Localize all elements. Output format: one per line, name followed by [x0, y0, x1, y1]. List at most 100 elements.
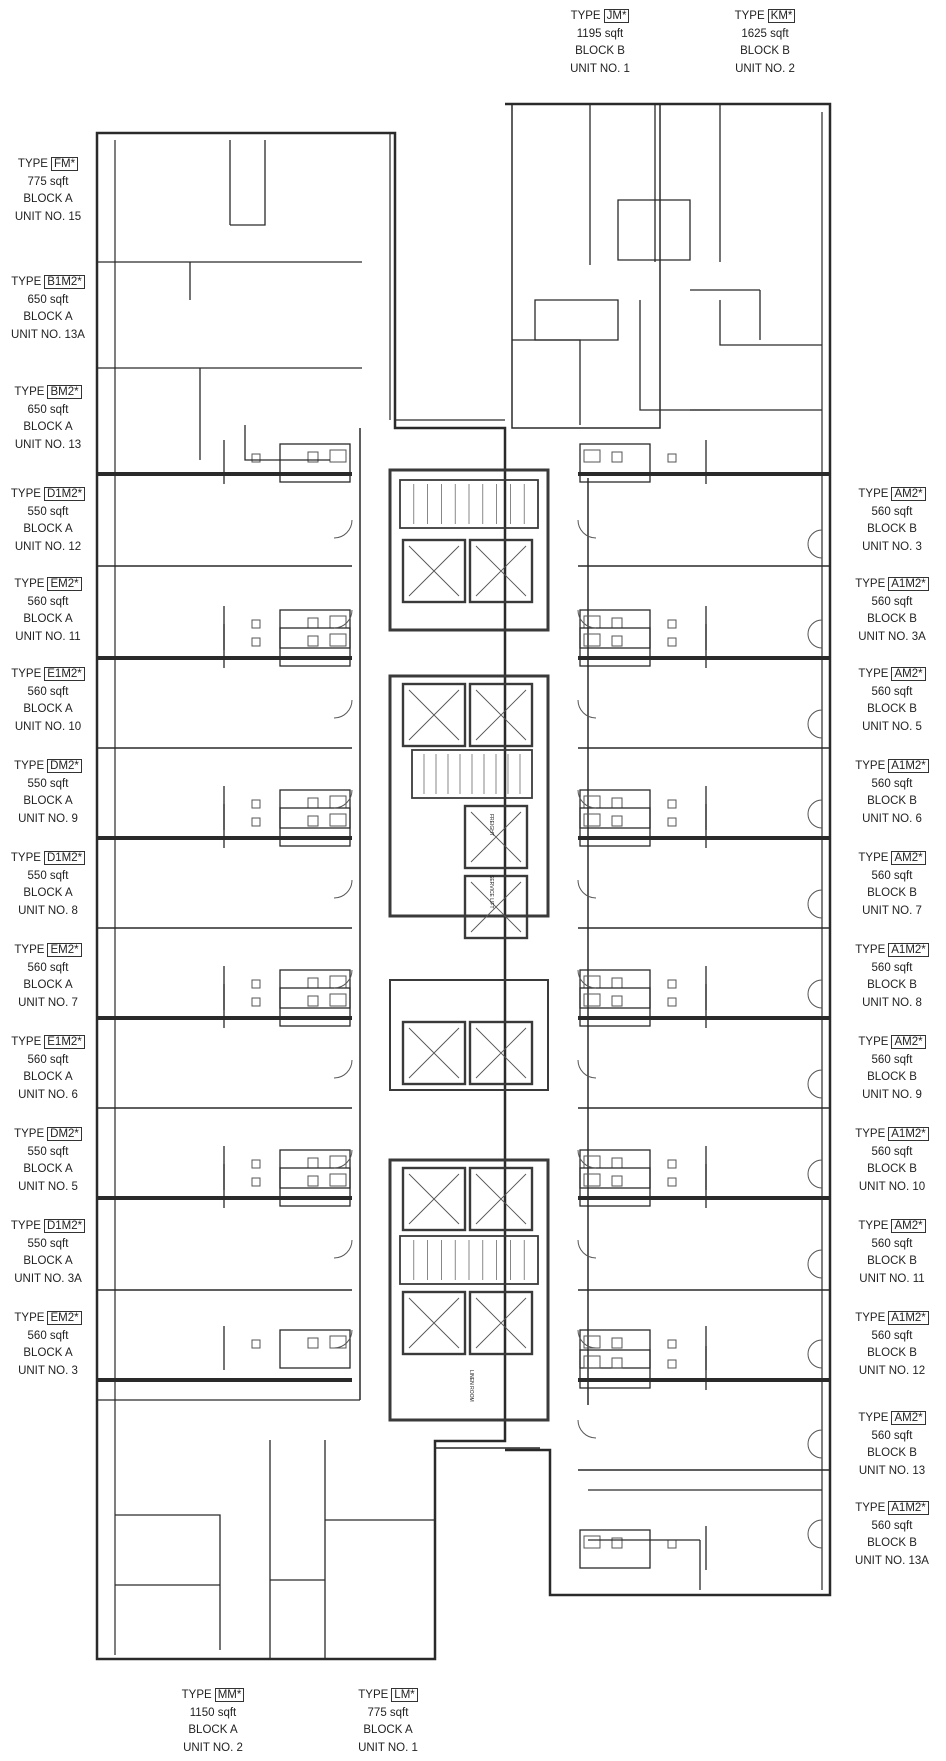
unit-area: 550 sqft	[27, 869, 69, 882]
service-core	[388, 468, 550, 1422]
stair	[399, 1235, 539, 1285]
sink-icon	[611, 635, 623, 647]
unit-block: BLOCK B	[740, 45, 790, 57]
core-block-top	[388, 468, 550, 632]
door-swing	[577, 1239, 597, 1259]
unit-type-code: AM2*	[891, 851, 926, 865]
sink-icon	[307, 451, 319, 463]
type-word: TYPE	[10, 852, 41, 864]
sink-icon	[611, 1537, 623, 1549]
type-word: TYPE	[858, 852, 889, 864]
unit-area: 560 sqft	[871, 961, 913, 974]
type-word: TYPE	[11, 668, 42, 680]
lift-shaft	[468, 1020, 534, 1086]
bathroom-pod	[579, 1167, 651, 1207]
lift-shaft	[401, 1166, 467, 1232]
door-swing	[577, 969, 597, 989]
toilet-icon	[583, 1173, 601, 1187]
type-word: TYPE	[855, 1312, 886, 1324]
unit-area: 1150 sqft	[189, 1706, 237, 1719]
unit-area: 560 sqft	[871, 1519, 913, 1532]
unit-area: 560 sqft	[871, 777, 913, 790]
outlet-icon	[667, 1539, 677, 1549]
sink-icon	[307, 1175, 319, 1187]
lift-shaft	[463, 874, 529, 940]
unit-type-code: AM2*	[891, 487, 926, 501]
balcony-door	[807, 979, 823, 1009]
unit-number: UNIT NO. 7	[862, 904, 922, 917]
type-word: TYPE	[11, 276, 42, 288]
unit-area: 550 sqft	[27, 1237, 69, 1250]
unit-type-code: DM2*	[47, 1127, 82, 1141]
outlet-icon	[251, 817, 261, 827]
toilet-icon	[329, 1173, 347, 1187]
lift-car-cross	[408, 545, 460, 597]
door-swing	[577, 1149, 597, 1169]
type-word: TYPE	[855, 1128, 886, 1140]
type-word: TYPE	[858, 488, 889, 500]
unit-partitions-left	[97, 565, 352, 1291]
sink-icon	[611, 797, 623, 809]
lift-shaft	[401, 538, 467, 604]
bathroom-pod	[579, 1529, 651, 1569]
balcony-door	[807, 1519, 823, 1549]
type-word: TYPE	[181, 1689, 212, 1701]
unit-block: BLOCK B	[867, 1447, 917, 1459]
outlet-icon	[667, 1177, 677, 1187]
toilet-icon	[329, 795, 347, 809]
lift-shaft	[468, 1166, 534, 1232]
unit-type-code: E1M2*	[44, 667, 85, 681]
outlet-icon	[251, 979, 261, 989]
unit-block: BLOCK B	[867, 1071, 917, 1083]
type-word: TYPE	[14, 1312, 45, 1324]
lift-shaft	[468, 538, 534, 604]
unit-block: BLOCK B	[867, 1537, 917, 1549]
freight-lift-label: FREIGHT	[488, 814, 494, 836]
door-swing	[333, 1329, 353, 1349]
balcony-door	[807, 619, 823, 649]
lift-car-cross	[475, 689, 527, 741]
unit-number: UNIT NO. 9	[18, 812, 78, 825]
unit-block: BLOCK A	[23, 613, 73, 625]
type-word: TYPE	[14, 578, 45, 590]
unit-area: 560 sqft	[871, 685, 913, 698]
unit-number: UNIT NO. 12	[14, 540, 82, 553]
unit-block: BLOCK A	[23, 795, 73, 807]
lift-car-cross	[475, 1173, 527, 1225]
unit-area: 1625 sqft	[741, 27, 789, 40]
toilet-icon	[583, 449, 601, 463]
sink-icon	[307, 1337, 319, 1349]
toilet-icon	[583, 615, 601, 629]
unit-block: BLOCK A	[23, 421, 73, 433]
sink-icon	[307, 995, 319, 1007]
unit-number: UNIT NO. 6	[18, 1088, 78, 1101]
lift-shaft	[401, 1020, 467, 1086]
type-word: TYPE	[858, 1412, 889, 1424]
unit-number: UNIT NO. 3A	[14, 1272, 82, 1285]
balcony-door	[807, 1339, 823, 1369]
unit-block: BLOCK A	[23, 703, 73, 715]
door-swing	[577, 879, 597, 899]
sink-icon	[611, 1337, 623, 1349]
sink-icon	[611, 451, 623, 463]
unit-block: BLOCK A	[23, 193, 73, 205]
top-unit-interiors	[97, 104, 822, 461]
sink-icon	[611, 1157, 623, 1169]
outlet-icon	[251, 799, 261, 809]
type-word: TYPE	[858, 1036, 889, 1048]
type-word: TYPE	[14, 386, 45, 398]
unit-number: UNIT NO. 13A	[855, 1554, 929, 1567]
unit-area: 560 sqft	[871, 1145, 913, 1158]
bathroom-pod	[279, 987, 351, 1027]
unit-area: 560 sqft	[27, 961, 69, 974]
